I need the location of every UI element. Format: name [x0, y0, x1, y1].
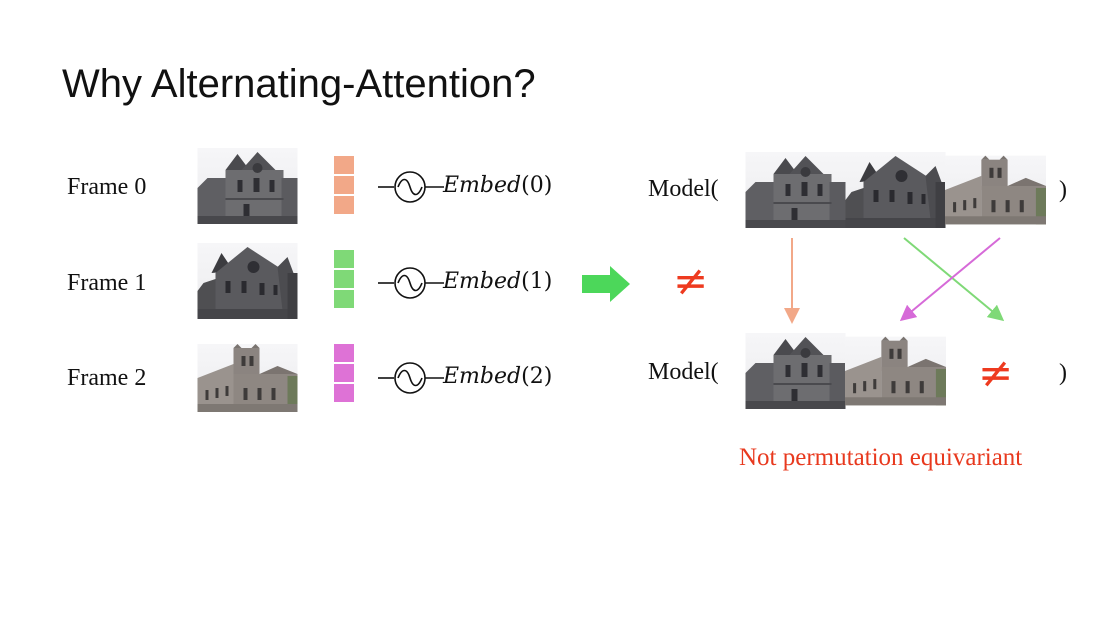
token	[334, 384, 354, 402]
frame-1-label: Frame 1	[67, 270, 147, 296]
slide-title: Why Alternating-Attention?	[62, 62, 536, 106]
frame-1-image	[197, 243, 298, 319]
sine-wave-icon	[378, 171, 444, 203]
frame-0-image	[197, 148, 298, 224]
close-paren-top: )	[1059, 177, 1067, 203]
frame-2-embed: Embed(2)	[443, 364, 552, 389]
frame-2-tokens	[334, 344, 354, 404]
token	[334, 156, 354, 174]
frame-1-tokens	[334, 250, 354, 310]
frame-2-label: Frame 2	[67, 365, 147, 391]
model-top-image-0	[745, 152, 846, 228]
arrow-magenta	[899, 237, 1001, 322]
not-permutation-equivariant-note: Not permutation equivariant	[739, 444, 1023, 471]
model-label-top: Model(	[648, 176, 719, 202]
token	[334, 250, 354, 268]
model-bottom-image-1	[845, 333, 946, 409]
token	[334, 364, 354, 382]
token	[334, 344, 354, 362]
not-equal-icon: ≠	[673, 256, 709, 305]
sine-wave-icon	[378, 267, 444, 299]
embed-fn: Embed	[443, 269, 522, 294]
permutation-arrows	[784, 237, 1005, 324]
frame-0-label: Frame 0	[67, 174, 147, 200]
model-bottom-image-0	[745, 333, 846, 409]
arrow-right-icon	[582, 266, 630, 302]
close-paren-bottom: )	[1059, 360, 1067, 386]
token	[334, 176, 354, 194]
embed-fn: Embed	[443, 173, 522, 198]
frame-2-image	[197, 344, 298, 412]
embed-fn: Embed	[443, 364, 522, 389]
token	[334, 196, 354, 214]
token	[334, 270, 354, 288]
embed-arg: (1)	[521, 269, 553, 294]
arrow-green	[903, 237, 1005, 322]
embed-arg: (2)	[521, 364, 553, 389]
sine-wave-icon	[378, 362, 444, 394]
frame-0-embed: Embed(0)	[443, 173, 552, 198]
frame-0-tokens	[334, 156, 354, 216]
model-top-image-2	[945, 152, 1046, 228]
not-equal-icon: ≠	[978, 348, 1014, 397]
embed-arg: (0)	[521, 173, 553, 198]
model-top-image-1	[845, 152, 946, 228]
model-label-bottom: Model(	[648, 359, 719, 385]
token	[334, 290, 354, 308]
frame-1-embed: Embed(1)	[443, 269, 552, 294]
